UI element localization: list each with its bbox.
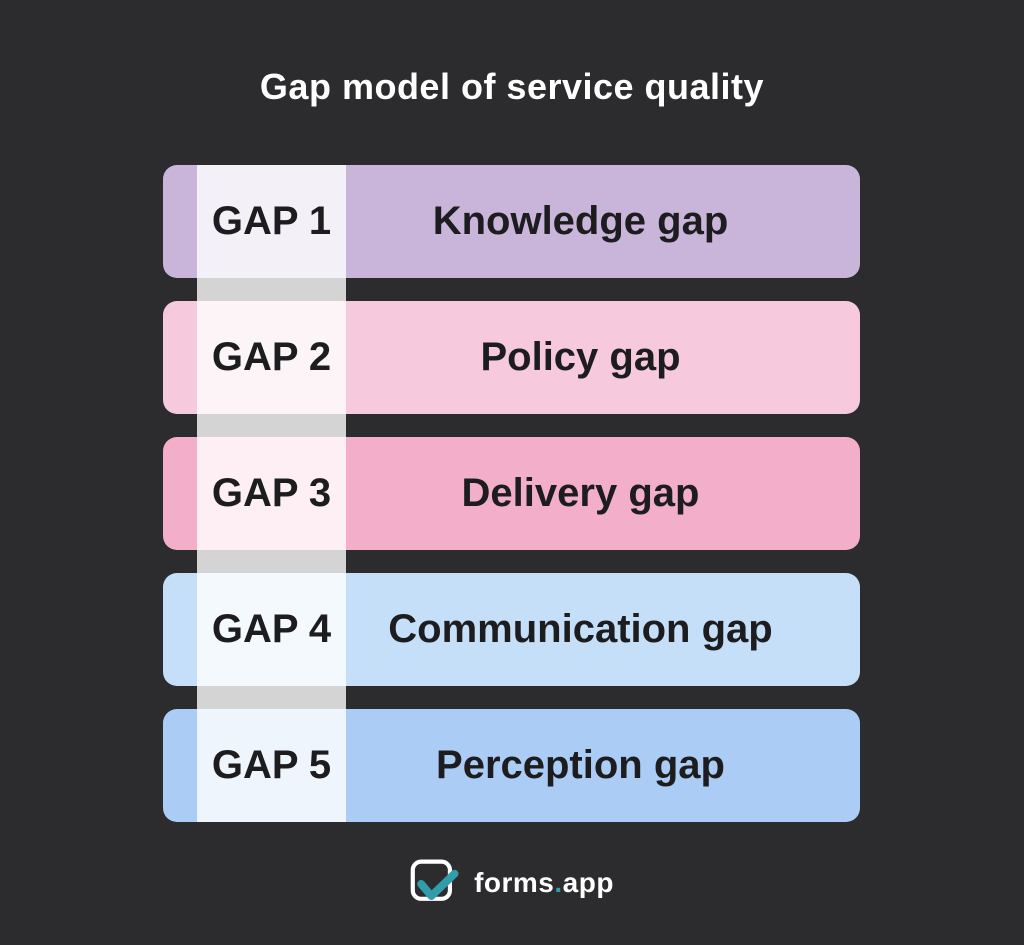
brand-name: forms.app (474, 867, 614, 899)
gap-name-label: Communication gap (388, 607, 773, 651)
forms-app-checkmark-icon (410, 858, 462, 908)
gap-row: GAP 3 Delivery gap (163, 437, 860, 550)
brand-footer: forms.app (0, 858, 1024, 908)
gap-row: GAP 1 Knowledge gap (163, 165, 860, 278)
gap-row: GAP 2 Policy gap (163, 301, 860, 414)
gap-rows: GAP 1 Knowledge gap GAP 2 Policy gap GAP… (163, 165, 860, 822)
page-title: Gap model of service quality (259, 66, 765, 107)
gap-number-label: GAP 1 (211, 199, 332, 243)
gap-number-label: GAP 4 (211, 607, 332, 651)
gap-name-label: Perception gap (436, 743, 725, 787)
gap-number-label: GAP 2 (211, 335, 332, 379)
gap-number-label: GAP 3 (211, 471, 332, 515)
gap-row: GAP 5 Perception gap (163, 709, 860, 822)
gap-name-label: Policy gap (480, 335, 681, 379)
brand-name-forms: forms (474, 867, 555, 898)
brand-dot: . (554, 867, 563, 898)
gap-row: GAP 4 Communication gap (163, 573, 860, 686)
gap-name-label: Delivery gap (461, 471, 700, 515)
gap-number-label: GAP 5 (211, 743, 332, 787)
gap-name-label: Knowledge gap (432, 199, 729, 243)
brand-name-app: app (562, 867, 614, 898)
